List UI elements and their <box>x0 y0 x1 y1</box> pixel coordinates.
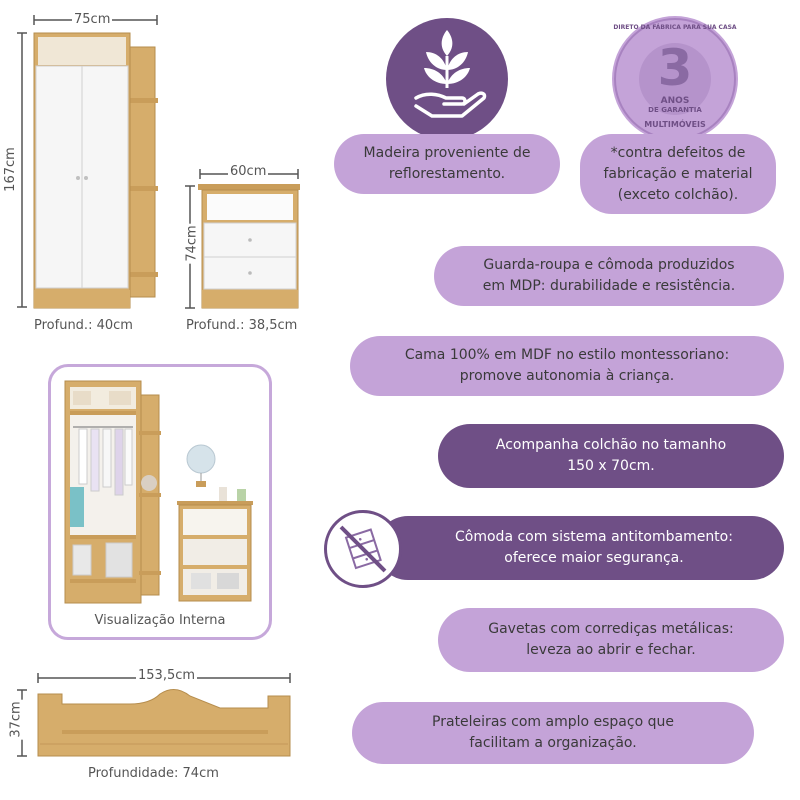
feature-mattress: Acompanha colchão no tamanho 150 x 70cm. <box>438 424 784 488</box>
feature-shelves: Prateleiras com amplo espaço que facilit… <box>352 702 754 764</box>
feature-shelves-text: Prateleiras com amplo espaço que facilit… <box>432 714 674 751</box>
interior-view-illustration <box>64 380 253 604</box>
feature-warranty-note: *contra defeitos de fabricação e materia… <box>580 134 776 214</box>
dresser-depth-label: Profund.: 38,5cm <box>186 318 298 333</box>
plant-in-hand-icon <box>386 18 508 140</box>
warranty-badge: 3 ANOS DE GARANTIA MULTIMÓVEIS DIRETO DA… <box>612 16 738 142</box>
warranty-ring-text: DIRETO DA FÁBRICA PARA SUA CASA <box>613 24 737 31</box>
feature-anti-tip: Cômoda com sistema antitombamento: ofere… <box>376 516 784 580</box>
warranty-guarantee-text: DE GARANTIA <box>648 106 702 114</box>
feature-wood-text: Madeira proveniente de reflorestamento. <box>363 145 531 182</box>
wardrobe-depth-label: Profund.: 40cm <box>34 318 133 333</box>
wardrobe-height-label: 167cm <box>2 145 18 194</box>
feature-mdp-text: Guarda-roupa e cômoda produzidos em MDP:… <box>482 257 736 294</box>
dresser-illustration <box>170 150 310 320</box>
bed-depth-label: Profundidade: 74cm <box>88 766 219 781</box>
interior-view-caption: Visualização Interna <box>94 613 226 628</box>
bed-width-label: 153,5cm <box>136 668 198 683</box>
feature-mdp: Guarda-roupa e cômoda produzidos em MDP:… <box>434 246 784 306</box>
wardrobe-illustration <box>0 0 170 340</box>
warranty-brand: MULTIMÓVEIS <box>644 120 706 129</box>
feature-warranty-note-text: *contra defeitos de fabricação e materia… <box>603 144 753 203</box>
warranty-years-word: ANOS <box>660 96 690 106</box>
warranty-years-number: 3 <box>657 39 693 97</box>
feature-anti-tip-text: Cômoda com sistema antitombamento: ofere… <box>455 529 733 566</box>
feature-mattress-text: Acompanha colchão no tamanho 150 x 70cm. <box>495 437 727 474</box>
feature-wood: Madeira proveniente de reflorestamento. <box>334 134 560 194</box>
wardrobe-width-label: 75cm <box>72 12 113 27</box>
dresser-height-label: 74cm <box>184 223 200 264</box>
feature-drawers: Gavetas com corrediças metálicas: leveza… <box>438 608 784 672</box>
interior-view-panel: Visualização Interna <box>48 364 272 640</box>
bed-height-label: 37cm <box>8 699 24 740</box>
dresser-width-label: 60cm <box>228 164 269 179</box>
no-tipping-icon <box>324 510 402 588</box>
feature-drawers-text: Gavetas com corrediças metálicas: leveza… <box>488 621 734 658</box>
feature-bed-mdf-text: Cama 100% em MDF no estilo montessoriano… <box>404 347 730 384</box>
feature-bed-mdf: Cama 100% em MDF no estilo montessoriano… <box>350 336 784 396</box>
